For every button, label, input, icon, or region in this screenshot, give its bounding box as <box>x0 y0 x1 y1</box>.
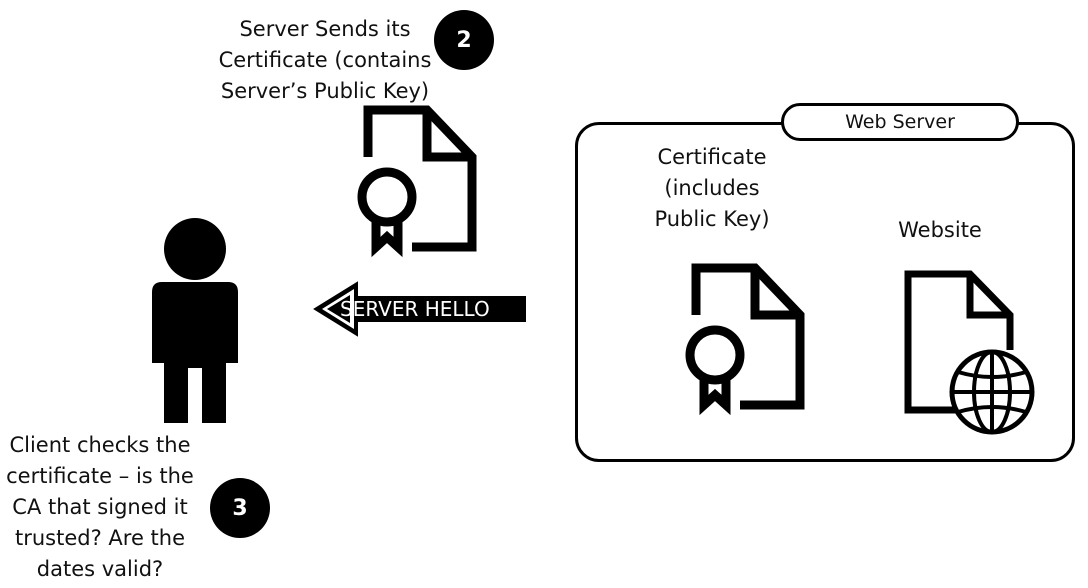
step2-line-2: Certificate (contains <box>218 48 432 72</box>
server-hello-arrow <box>313 281 526 337</box>
step3-line-5: dates valid? <box>36 557 164 581</box>
step2-line-1: Server Sends its <box>239 17 411 41</box>
step2-caption: Server Sends its Certificate (contains S… <box>195 14 455 107</box>
step3-line-2: certificate – is the <box>6 464 194 488</box>
step3-line-3: CA that signed it <box>12 495 188 519</box>
server-certificate-line-3: Public Key) <box>654 207 770 231</box>
sent-certificate-icon <box>357 105 477 258</box>
web-document-globe-icon <box>904 270 1035 435</box>
server-hello-label: SERVER HELLO <box>340 297 490 321</box>
website-label: Website <box>898 218 982 242</box>
step2-badge: 2 <box>434 10 494 70</box>
server-certificate-icon <box>685 263 805 416</box>
server-certificate-line-2: (includes <box>664 176 760 200</box>
person-icon <box>152 218 238 423</box>
web-server-title: Web Server <box>781 103 1019 141</box>
server-certificate-line-1: Certificate <box>657 145 767 169</box>
server-certificate-caption: Certificate (includes Public Key) <box>622 142 802 235</box>
step3-caption: Client checks the certificate – is the C… <box>0 430 200 585</box>
step3-badge: 3 <box>210 478 270 538</box>
step3-line-1: Client checks the <box>9 433 191 457</box>
step3-line-4: trusted? Are the <box>14 526 186 550</box>
step2-line-3: Server’s Public Key) <box>220 79 430 103</box>
